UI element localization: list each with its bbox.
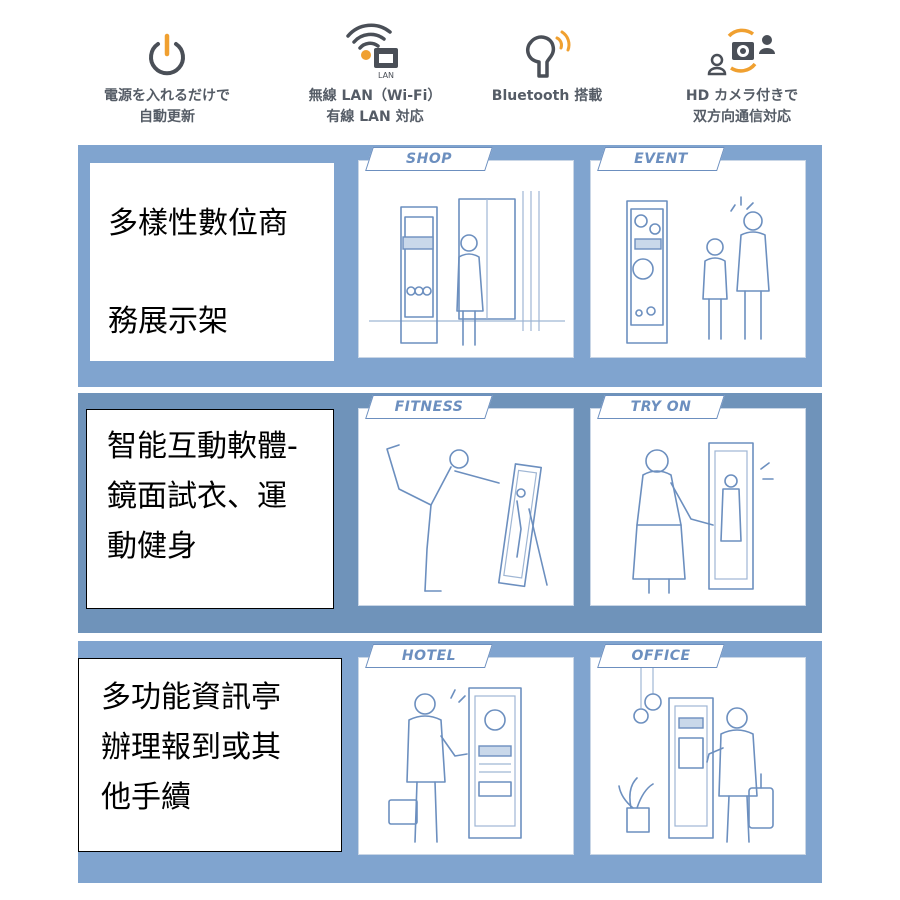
panel-tag: OFFICE [597,644,725,668]
hd-camera-icon [707,28,775,76]
feature-label-line: 有線 LAN 対応 [326,109,424,125]
feature-label-line: Bluetooth 搭載 [491,88,603,104]
feature-label-line: 双方向通信対応 [693,109,791,125]
panel-tag-label: SHOP [406,151,452,167]
hotel-illustration [388,687,522,843]
row-description-line: 務展示架 [108,304,228,339]
row-description-line: 鏡面試衣、運 [107,479,287,514]
illustration-panel-fitness: FITNESS [358,395,574,606]
try-on-illustration [632,442,774,594]
shop-illustration [369,191,565,346]
panel-tag-label: EVENT [634,151,688,167]
feature-strip: 電源を入れるだけで 自動更新 LAN 無線 LAN（Wi-Fi） 有線 LAN … [0,0,900,140]
illustration-panel-office: OFFICE [590,644,806,855]
row-description-line: 動健身 [107,529,197,564]
power-icon [149,33,185,76]
feature-label-line: 無線 LAN（Wi-Fi） [308,88,442,104]
panel-tag-label: HOTEL [401,648,457,664]
illustration-panel-hotel: HOTEL [358,644,574,855]
row-description-line: 他手續 [101,780,191,815]
fitness-illustration [386,444,548,592]
event-illustration [626,196,770,344]
feature-network: LAN 無線 LAN（Wi-Fi） 有線 LAN 対応 [280,18,470,128]
panel-tag: EVENT [597,147,725,171]
row-description-line: 辦理報到或其 [101,730,281,765]
bluetooth-earbud-icon [525,30,571,78]
feature-label-line: 自動更新 [139,109,195,125]
row-description-line: 多樣性數位商 [108,206,288,241]
row-description-line: 智能互動軟體- [107,429,298,464]
panel-tag: SHOP [365,147,493,171]
panel-tag-label: OFFICE [631,648,691,664]
feature-bluetooth: Bluetooth 搭載 [452,18,642,107]
panel-tag-label: TRY ON [630,399,692,415]
panel-tag: TRY ON [597,395,725,419]
panel-tag-label: FITNESS [394,399,464,415]
feature-auto-update: 電源を入れるだけで 自動更新 [72,18,262,128]
row-description-box: 多樣性數位商 務展示架 [90,163,334,361]
office-illustration [618,658,774,843]
illustration-panel-shop: SHOP [358,147,574,358]
wifi-lan-icon: LAN [346,23,398,80]
illustration-panel-try-on: TRY ON [590,395,806,606]
panel-tag: HOTEL [365,644,493,668]
lan-icon-text: LAN [378,71,394,80]
row-description-box: 智能互動軟體- 鏡面試衣、運 動健身 [86,409,334,609]
feature-camera: HD カメラ付きで 双方向通信対応 [647,18,837,128]
illustration-panel-event: EVENT [590,147,806,358]
row-description-box: 多功能資訊亭 辦理報到或其 他手續 [78,658,342,852]
panel-tag: FITNESS [365,395,493,419]
row-description-line: 多功能資訊亭 [101,680,281,715]
feature-label-line: HD カメラ付きで [685,88,799,104]
feature-label-line: 電源を入れるだけで [104,88,230,104]
